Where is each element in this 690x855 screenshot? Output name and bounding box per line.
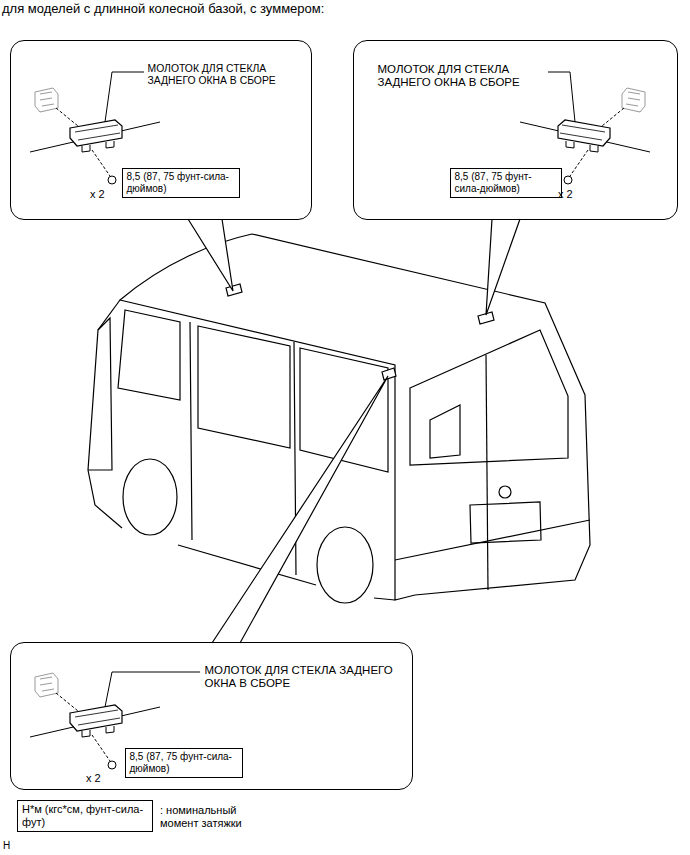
part-name: МОЛОТОК ДЛЯ СТЕКЛА ЗАДНЕГО ОКНА В СБОРЕ (148, 63, 310, 88)
leader-line (105, 672, 200, 707)
callout-pointer (486, 219, 520, 315)
screw-symbol (108, 761, 116, 769)
torque-value: 8,5 (87, 75 фунт-сила-дюймов) (127, 171, 235, 195)
part-name: МОЛОТОК ДЛЯ СТЕКЛА ЗАДНЕГО ОКНА В СБОРЕ (378, 63, 543, 91)
leader-line (105, 72, 144, 122)
rear-window (410, 330, 568, 465)
torque-value: Н*м (кгс*см, фунт-сила-фут) (22, 803, 148, 829)
diagram-title: для моделей с длинной колесной базой, с … (2, 1, 324, 17)
part-name: МОЛОТОК ДЛЯ СТЕКЛА ЗАДНЕГО ОКНА В СБОРЕ (205, 664, 400, 692)
callout-pointer (188, 219, 233, 291)
van-front (88, 318, 112, 470)
rear-wheel (317, 527, 373, 603)
screw-symbol (108, 176, 572, 769)
side-window (198, 326, 290, 448)
callout-pointer (188, 219, 520, 643)
van-illustration (88, 234, 590, 603)
hammer-mark (382, 368, 396, 380)
callout-panel: МОЛОТОК ДЛЯ СТЕКЛА ЗАДНЕГО ОКНА В СБОРЕ 8… (10, 642, 413, 790)
illustration-code: H (3, 840, 10, 852)
front-window (118, 310, 180, 400)
screw-symbol (564, 176, 572, 184)
torque-box: 8,5 (87, 75 фунт-сила-дюймов) (450, 168, 562, 198)
quantity-label: x 2 (90, 188, 105, 201)
callout-panel: МОЛОТОК ДЛЯ СТЕКЛА ЗАДНЕГО ОКНА В СБОРЕ 8… (353, 40, 678, 220)
callout-panel: МОЛОТОК ДЛЯ СТЕКЛА ЗАДНЕГО ОКНА В СБОРЕ 8… (10, 40, 312, 220)
leader-line (548, 72, 575, 122)
emblem (499, 486, 511, 498)
torque-box: 8,5 (87, 75 фунт-сила-дюймов) (122, 168, 240, 198)
rear-seat (430, 405, 460, 458)
van-side (88, 300, 395, 600)
torque-legend-box: Н*м (кгс*см, фунт-сила-фут) (17, 800, 153, 832)
legend-text: : номинальный момент затяжки (160, 804, 275, 830)
torque-value: 8,5 (87, 75 фунт-сила-дюймов) (130, 751, 238, 775)
quantity-label: x 2 (86, 772, 101, 785)
bumper-line (395, 520, 590, 560)
front-wheel (123, 459, 177, 535)
quantity-label: x 2 (558, 188, 573, 201)
hammer-mark (226, 284, 242, 296)
leader-line (105, 72, 575, 707)
part-icon (30, 88, 160, 176)
torque-box: 8,5 (87, 75 фунт-сила-дюймов) (125, 748, 243, 778)
rear-door-line (486, 355, 488, 590)
van-body (120, 234, 590, 600)
callout-pointer (212, 376, 388, 643)
door-line (190, 322, 296, 575)
torque-value: 8,5 (87, 75 фунт-сила-дюймов) (455, 171, 557, 195)
screw-symbol (108, 176, 116, 184)
part-icon (520, 88, 650, 176)
